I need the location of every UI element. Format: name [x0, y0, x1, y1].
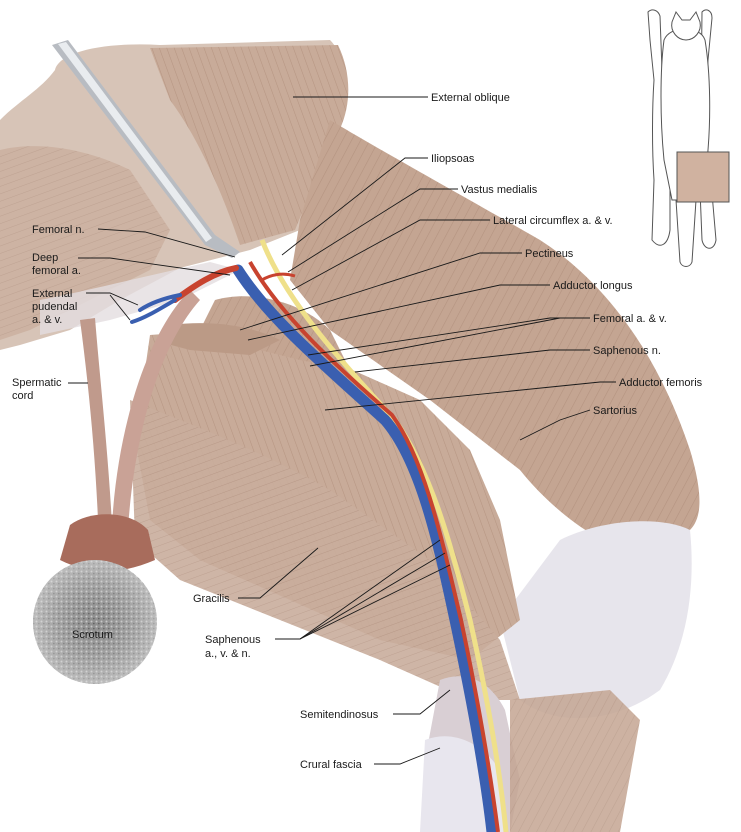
- label-semitendinosus: Semitendinosus: [300, 709, 379, 721]
- label-crural-fascia: Crural fascia: [300, 759, 363, 771]
- knee-fascia: [500, 521, 692, 719]
- probe-icon: [52, 40, 240, 258]
- saphenous-nerve: [259, 239, 509, 832]
- fascia-band: [40, 262, 240, 335]
- label-sartorius: Sartorius: [593, 405, 638, 417]
- labels: External oblique Iliopsoas Vastus medial…: [12, 92, 703, 771]
- label-femoral-av: Femoral a. & v.: [593, 313, 667, 325]
- label-spermatic-2: cord: [12, 390, 33, 402]
- label-ext-pudendal-2: pudendal: [32, 301, 77, 313]
- label-adductor-longus: Adductor longus: [553, 280, 633, 292]
- label-spermatic-1: Spermatic: [12, 377, 62, 389]
- label-saphenous-avn-2: a., v. & n.: [205, 648, 251, 660]
- label-pectineus: Pectineus: [525, 248, 574, 260]
- lateral-circumflex-vessels: [261, 272, 296, 282]
- label-deep-femoral-1: Deep: [32, 252, 58, 264]
- label-lateral-circumflex: Lateral circumflex a. & v.: [493, 215, 613, 227]
- cat-silhouette-icon: [647, 9, 730, 267]
- label-deep-femoral-2: femoral a.: [32, 265, 81, 277]
- label-femoral-n: Femoral n.: [32, 224, 85, 236]
- scrotum: [33, 514, 157, 684]
- label-ext-pudendal-1: External: [32, 288, 72, 300]
- label-ext-pudendal-3: a. & v.: [32, 314, 62, 326]
- pectineus-muscle: [160, 323, 280, 355]
- label-adductor-femoris: Adductor femoris: [619, 377, 703, 389]
- sartorius-muscle: [290, 120, 700, 560]
- lower-leg-muscle: [510, 690, 640, 832]
- femoral-artery: [248, 261, 500, 832]
- external-oblique-muscle: [150, 45, 349, 245]
- trunk-left-muscle: [0, 146, 170, 340]
- gracilis-muscle: [130, 400, 520, 700]
- anatomy-artwork: [0, 40, 700, 832]
- label-saphenous-avn-1: Saphenous: [205, 634, 261, 646]
- spermatic-cord-left: [80, 318, 112, 525]
- label-external-oblique: External oblique: [431, 92, 510, 104]
- external-pudendal-vessels: [130, 293, 182, 324]
- label-scrotum: Scrotum: [72, 629, 113, 641]
- femoral-vein: [232, 264, 498, 832]
- label-iliopsoas: Iliopsoas: [431, 153, 475, 165]
- label-gracilis: Gracilis: [193, 593, 230, 605]
- label-saphenous-n: Saphenous n.: [593, 345, 661, 357]
- leader-lines: [68, 96, 616, 765]
- spermatic-cord-right: [112, 290, 200, 528]
- label-vastus-medialis: Vastus medialis: [461, 184, 538, 196]
